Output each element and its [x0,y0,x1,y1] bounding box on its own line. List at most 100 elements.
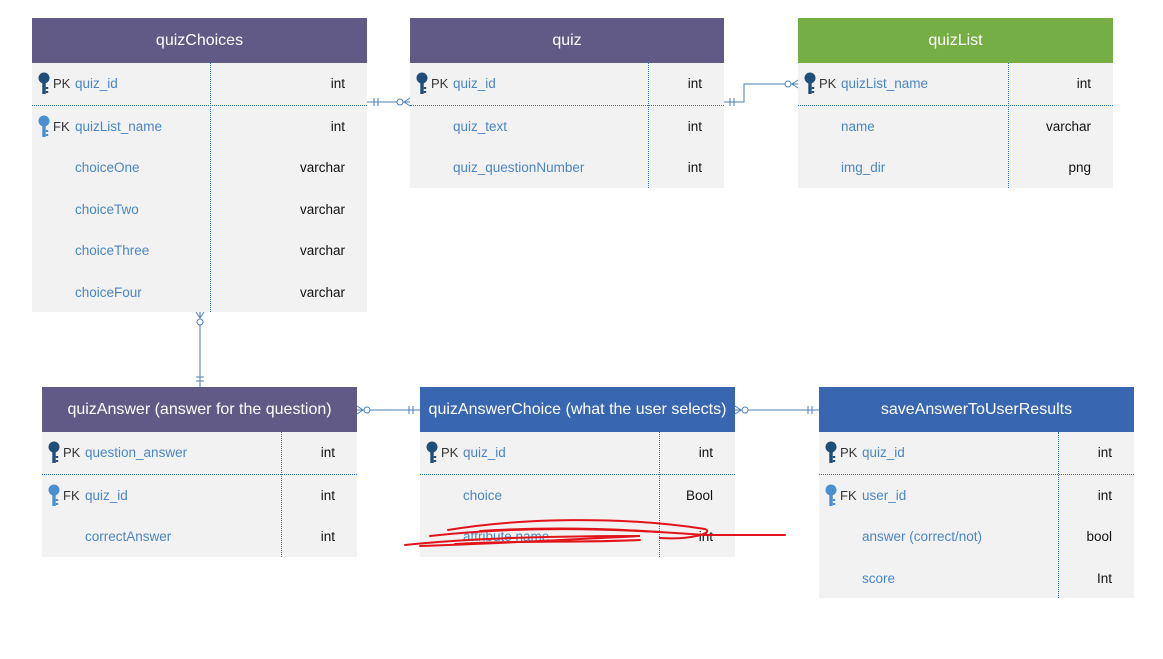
table-row: img_dir png [798,147,1113,189]
entity-header: quizAnswer (answer for the question) [42,387,357,432]
key-cell: PK [36,63,72,105]
attribute-type: Bool [685,487,713,503]
table-row: quiz_text int [410,106,724,148]
relation-quizChoices-quizAnswer [195,311,205,387]
attribute-name: question_answer [85,445,188,460]
key-label: PK [63,445,81,460]
table-row: correctAnswer int [42,516,357,558]
attribute-name: answer (correct/not) [862,529,983,544]
attribute-name: quizList_name [841,76,929,91]
primary-key-icon [48,441,60,463]
relation-quizAnswerChoice-saveAnswerToUserResults [734,405,819,415]
attribute-type: int [698,529,713,544]
table-row: PK quiz_id int [32,63,367,106]
entity-quizList[interactable]: quizList PK quizList_name int name varch… [798,18,1113,188]
key-cell: FK [823,475,859,517]
attribute-name: quiz_id [463,445,506,460]
column-divider [1008,63,1009,188]
foreign-key-icon [825,484,837,506]
attribute-type: int [330,76,345,91]
red-scribble-overlay [404,519,786,547]
attribute-type: int [698,445,713,460]
entity-header: saveAnswerToUserResults [819,387,1134,432]
key-label: PK [840,445,858,460]
table-row: choice Bool [420,475,735,517]
primary-key-icon [804,72,816,94]
key-label: FK [840,487,857,503]
column-divider [648,63,649,188]
column-divider [1058,432,1059,598]
entity-quizAnswer[interactable]: quizAnswer (answer for the question) PK … [42,387,357,557]
attribute-name: img_dir [841,160,886,175]
table-row: answer (correct/not) bool [819,516,1134,558]
entity-quiz[interactable]: quiz PK quiz_id int quiz_text int quiz_q… [410,18,724,188]
attribute-name: quiz_text [453,118,508,134]
attribute-name: quiz_id [453,76,496,91]
primary-key-icon [426,441,438,463]
attribute-name: attribute name [463,529,550,544]
table-row: choiceFour varchar [32,272,367,314]
table-row: quiz_questionNumber int [410,147,724,189]
attribute-type: Int [1096,570,1112,586]
attribute-type: int [1076,76,1091,91]
foreign-key-icon [38,115,50,137]
foreign-key-icon [48,484,60,506]
attribute-type: int [1097,445,1112,460]
relation-quizAnswer-quizAnswerChoice [356,405,420,415]
attribute-type: varchar [299,201,345,217]
table-row: choiceOne varchar [32,147,367,189]
attribute-type: int [320,529,335,544]
attribute-type: int [320,445,335,460]
table-row: FK quiz_id int [42,475,357,517]
table-row: PK quiz_id int [420,432,735,475]
attribute-name: quizList_name [75,118,163,134]
attribute-type: int [687,76,702,91]
attribute-type: varchar [299,284,345,300]
attribute-type: varchar [299,243,345,258]
attribute-name: quiz_id [862,445,905,460]
table-row: PK quiz_id int [819,432,1134,475]
entity-quizAnswerChoice[interactable]: quizAnswerChoice (what the user selects)… [420,387,735,557]
table-row: PK question_answer int [42,432,357,475]
primary-key-icon [416,72,428,94]
relation-quiz-quizList [724,79,799,106]
key-label: FK [63,487,80,503]
attribute-name: choiceFour [75,284,142,300]
key-cell: PK [424,432,460,474]
key-label: FK [53,118,70,134]
table-row: choiceTwo varchar [32,189,367,231]
entity-quizChoices[interactable]: quizChoices PK quiz_id int FK quizList_n… [32,18,367,312]
column-divider [210,63,211,312]
attribute-type: png [1068,160,1091,175]
attribute-type: varchar [299,160,345,175]
attribute-type: int [687,160,702,175]
key-cell: FK [46,475,82,517]
attribute-type: bool [1086,529,1112,544]
attribute-name: correctAnswer [85,529,172,544]
key-cell: FK [36,106,72,148]
attribute-name: choiceTwo [75,201,139,217]
attribute-name: choice [463,487,503,503]
key-label: PK [819,76,837,91]
column-divider [659,432,660,557]
entity-header: quizChoices [32,18,367,63]
attribute-type: int [687,118,702,134]
key-label: PK [53,76,71,91]
key-cell: PK [802,63,838,105]
attribute-name: user_id [862,487,907,503]
key-label: PK [431,76,449,91]
attribute-name: quiz_questionNumber [453,160,585,175]
attribute-name: quiz_id [85,487,128,503]
entity-header: quizList [798,18,1113,63]
entity-header: quiz [410,18,724,63]
key-cell: PK [414,63,450,105]
table-row: name varchar [798,106,1113,148]
primary-key-icon [38,72,50,94]
attribute-name: name [841,118,875,134]
table-row: FK quizList_name int [32,106,367,148]
attribute-type: varchar [1045,118,1091,134]
entity-saveAnswerToUserResults[interactable]: saveAnswerToUserResults PK quiz_id int F… [819,387,1134,598]
table-row: PK quiz_id int [410,63,724,106]
attribute-name: quiz_id [75,76,118,91]
